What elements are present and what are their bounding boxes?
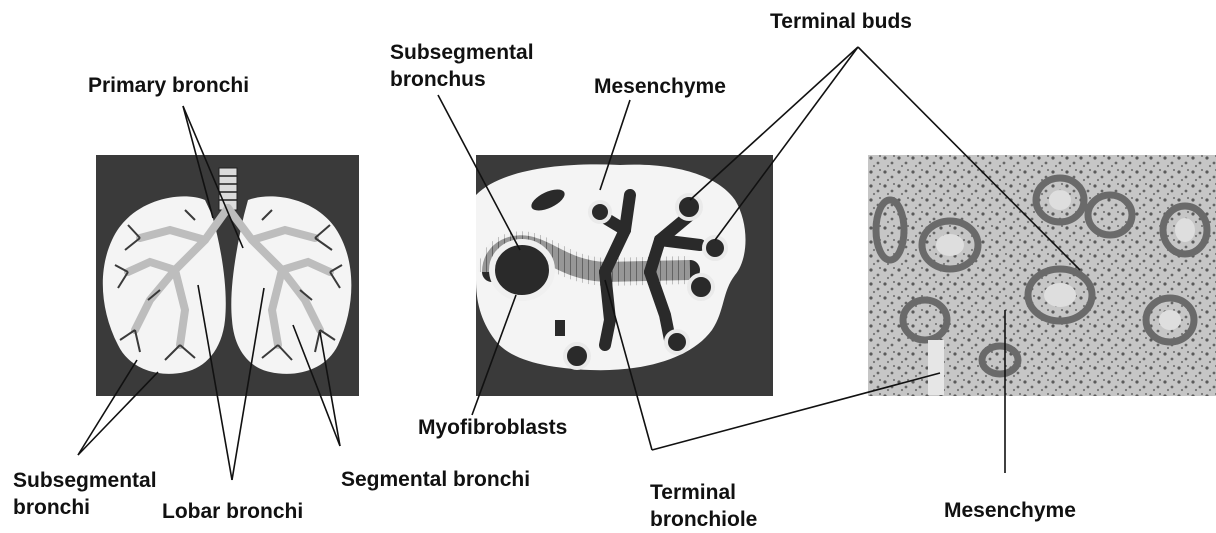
label-subsegmental-bronchi-line1: Subsegmental bbox=[13, 469, 157, 493]
label-subsegmental-bronchus-line2: bronchus bbox=[390, 68, 486, 92]
airway-tree-panel bbox=[96, 155, 359, 396]
histology-panel bbox=[868, 155, 1216, 396]
mesenchyme-island-2 bbox=[555, 320, 565, 336]
label-terminal-bronchiole-line1: Terminal bbox=[650, 481, 736, 505]
proximal-airway bbox=[492, 242, 552, 298]
leader-terminal-buds-1 bbox=[690, 47, 858, 200]
label-mesenchyme-top: Mesenchyme bbox=[594, 75, 726, 99]
label-subsegmental-bronchus-line1: Subsegmental bbox=[390, 41, 534, 65]
label-myofibroblasts: Myofibroblasts bbox=[418, 416, 567, 440]
pseudoglandular-panel bbox=[476, 155, 773, 396]
label-subsegmental-bronchi-line2: bronchi bbox=[13, 496, 90, 520]
label-mesenchyme-bottom: Mesenchyme bbox=[944, 499, 1076, 523]
leader-terminal-buds-2 bbox=[715, 47, 858, 240]
label-primary-bronchi: Primary bronchi bbox=[88, 74, 249, 98]
label-terminal-buds: Terminal buds bbox=[770, 10, 912, 34]
label-lobar-bronchi: Lobar bronchi bbox=[162, 500, 303, 524]
label-segmental-bronchi: Segmental bronchi bbox=[341, 468, 530, 492]
label-terminal-bronchiole-line2: bronchiole bbox=[650, 508, 757, 532]
trachea bbox=[219, 168, 237, 210]
